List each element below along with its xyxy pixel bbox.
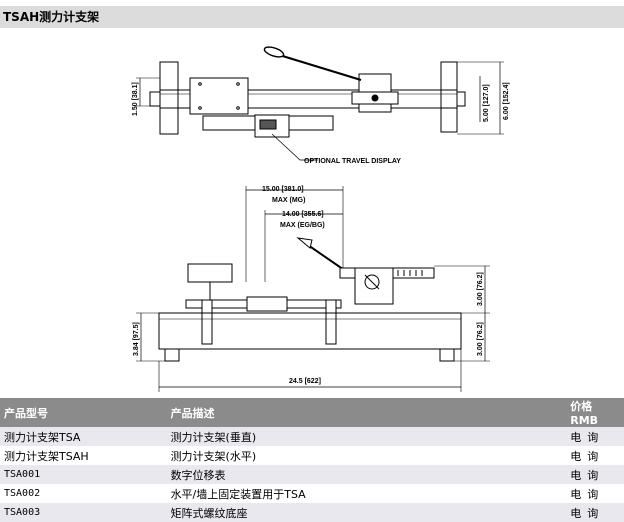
dim-max-egbg: 14.00 [355.6] bbox=[282, 211, 324, 218]
dim-height-left: 3.84 [97.5] bbox=[133, 322, 140, 356]
price-inquiry-link[interactable]: 电询 bbox=[570, 468, 605, 482]
slider-block bbox=[189, 77, 249, 115]
dim-base-right: 3.00 [76.2] bbox=[477, 322, 484, 356]
right-plate bbox=[440, 61, 458, 133]
price-inquiry-link[interactable]: 电询 bbox=[570, 449, 605, 463]
price-inquiry-link[interactable]: 电询 bbox=[570, 487, 605, 501]
dim-length: 24.5 [622] bbox=[289, 378, 321, 385]
cell-price[interactable]: 电询 bbox=[566, 503, 624, 522]
cell-description: 水平/墙上固定装置用于TSA bbox=[166, 484, 567, 503]
base-tube bbox=[158, 312, 462, 350]
callout-travel-display: OPTIONAL TRAVEL DISPLAY bbox=[304, 158, 401, 165]
cell-model: TSA001 bbox=[0, 465, 167, 484]
dim-top-left: 1.50 [38.1] bbox=[132, 82, 139, 116]
price-inquiry-link[interactable]: 电询 bbox=[570, 430, 605, 444]
drawing-svg: 1.50 [38.1] 5.00 [127.0] 6.00 [152.4] OP… bbox=[132, 46, 510, 392]
cell-description: 测力计支架(垂直) bbox=[166, 427, 567, 446]
table-header-row: 产品型号 产品描述 价格RMB bbox=[0, 398, 624, 427]
dim-top-mid: 5.00 [127.0] bbox=[483, 84, 490, 122]
dim-max-mg: 15.00 [381.0] bbox=[262, 186, 304, 193]
page-title: TSAH测力计支架 bbox=[0, 6, 624, 28]
cell-description: 测力计支架(水平) bbox=[166, 446, 567, 465]
cell-price[interactable]: 电询 bbox=[566, 484, 624, 503]
dim-height-right: 3.00 [76.2] bbox=[477, 272, 484, 306]
side-gear-box bbox=[354, 267, 394, 305]
table-row: 测力计支架TSA 测力计支架(垂直) 电询 bbox=[0, 427, 624, 446]
dim-max-egbg-label: MAX (EG/BG) bbox=[280, 222, 325, 229]
product-table: 产品型号 产品描述 价格RMB 测力计支架TSA 测力计支架(垂直) 电询 测力… bbox=[0, 398, 624, 522]
table-row: 测力计支架TSAH 测力计支架(水平) 电询 bbox=[0, 446, 624, 465]
cell-price[interactable]: 电询 bbox=[566, 427, 624, 446]
cell-price[interactable]: 电询 bbox=[566, 465, 624, 484]
price-inquiry-link[interactable]: 电询 bbox=[570, 506, 605, 520]
header-description: 产品描述 bbox=[166, 398, 567, 427]
table-row: TSA001 数字位移表 电询 bbox=[0, 465, 624, 484]
table-row: TSA002 水平/墙上固定装置用于TSA 电询 bbox=[0, 484, 624, 503]
cell-price[interactable]: 电询 bbox=[566, 446, 624, 465]
left-plate bbox=[159, 61, 179, 135]
table-row: TSA003 矩阵式螺纹底座 电询 bbox=[0, 503, 624, 522]
cell-model: 测力计支架TSA bbox=[0, 427, 167, 446]
cell-model: TSA003 bbox=[0, 503, 167, 522]
cell-description: 矩阵式螺纹底座 bbox=[166, 503, 567, 522]
header-model: 产品型号 bbox=[0, 398, 167, 427]
side-view bbox=[136, 186, 490, 392]
cell-description: 数字位移表 bbox=[166, 465, 567, 484]
technical-drawing: 1.50 [38.1] 5.00 [127.0] 6.00 [152.4] OP… bbox=[0, 30, 624, 396]
cell-model: 测力计支架TSAH bbox=[0, 446, 167, 465]
dim-top-right: 6.00 [152.4] bbox=[503, 82, 510, 120]
clamp-head bbox=[187, 263, 233, 283]
cell-model: TSA002 bbox=[0, 484, 167, 503]
header-price: 价格RMB bbox=[566, 398, 624, 427]
dim-max-mg-label: MAX (MG) bbox=[272, 197, 305, 204]
top-view bbox=[136, 46, 504, 161]
